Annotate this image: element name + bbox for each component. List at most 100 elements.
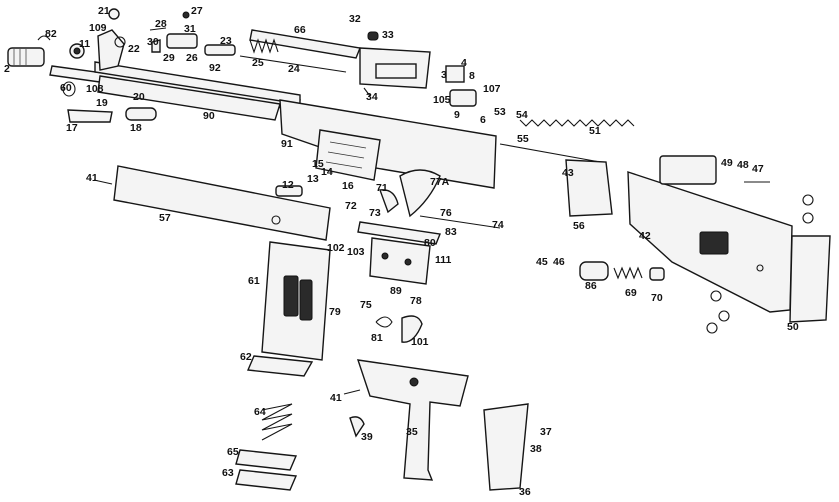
washer-part [802, 194, 814, 206]
part-number-82: 82 [45, 28, 57, 40]
part-number-49: 49 [721, 157, 733, 169]
part-number-91: 91 [281, 138, 293, 150]
part-number-51: 51 [589, 125, 601, 137]
trigger-group-part [369, 237, 431, 343]
hammer-part [399, 169, 441, 218]
part-number-62: 62 [240, 351, 252, 363]
buffer-part [659, 155, 717, 185]
part-number-89: 89 [390, 285, 402, 297]
washer-part [718, 310, 730, 322]
part-number-54: 54 [516, 109, 528, 121]
part-number-81: 81 [371, 332, 383, 344]
part-number-20: 20 [133, 91, 145, 103]
pin-part [363, 87, 371, 97]
part-number-111: 111 [435, 254, 452, 266]
part-number-38: 38 [530, 443, 542, 455]
part-number-86: 86 [585, 280, 597, 292]
buffer-rod-part [499, 143, 601, 163]
part-number-107: 107 [483, 83, 501, 95]
part-number-80: 80 [424, 237, 436, 249]
part-number-22: 22 [128, 43, 140, 55]
part-number-60: 60 [60, 82, 72, 94]
part-number-103: 103 [347, 246, 365, 258]
butt-plate-part [789, 235, 831, 323]
magazine-spring-part [261, 403, 293, 441]
part-number-8: 8 [469, 70, 475, 82]
part-number-69: 69 [625, 287, 637, 299]
rear-sight-part [449, 89, 477, 107]
part-number-90: 90 [203, 110, 215, 122]
bolt-carrier-part [359, 31, 431, 89]
front-cap-part [166, 33, 198, 49]
screw-part [343, 389, 361, 395]
part-number-50: 50 [787, 321, 799, 333]
part-number-23: 23 [220, 35, 232, 47]
part-number-73: 73 [369, 207, 381, 219]
pin-part [419, 215, 501, 229]
part-number-53: 53 [494, 106, 506, 118]
part-number-28: 28 [155, 18, 167, 30]
part-number-18: 18 [130, 122, 142, 134]
part-number-65: 65 [227, 446, 239, 458]
part-number-35: 35 [406, 426, 418, 438]
part-number-41: 41 [86, 172, 98, 184]
part-number-101: 101 [411, 336, 429, 348]
forend-part [113, 165, 331, 241]
pin-part [182, 11, 190, 19]
part-number-47: 47 [752, 163, 764, 175]
part-number-16: 16 [342, 180, 354, 192]
buttstock-part [627, 171, 793, 313]
part-number-6: 6 [480, 114, 486, 126]
part-number-25: 25 [252, 57, 264, 69]
part-number-71: 71 [376, 182, 388, 194]
small-part [151, 39, 161, 53]
part-number-43: 43 [562, 167, 574, 179]
grip-frame-part [356, 359, 469, 481]
part-number-26: 26 [186, 52, 198, 64]
buffer-body-part [579, 261, 609, 281]
front-sight-part [69, 8, 126, 71]
part-number-30: 30 [147, 36, 159, 48]
part-number-46: 46 [553, 256, 565, 268]
sight-drum-part [125, 107, 157, 121]
part-number-74: 74 [492, 219, 504, 231]
rod-part [239, 55, 347, 73]
part-number-33: 33 [382, 29, 394, 41]
part-number-19: 19 [96, 97, 108, 109]
part-number-102: 102 [327, 242, 345, 254]
part-number-29: 29 [163, 52, 175, 64]
sear-part [379, 189, 399, 214]
part-number-57: 57 [159, 212, 171, 224]
pin-part [275, 185, 303, 197]
rear-sight-base-part [445, 65, 465, 83]
part-number-4: 4 [461, 57, 467, 69]
part-number-83: 83 [445, 226, 457, 238]
part-number-78: 78 [410, 295, 422, 307]
part-number-2: 2 [4, 63, 10, 75]
pin-part [149, 27, 167, 31]
part-number-66: 66 [294, 24, 306, 36]
part-number-56: 56 [573, 220, 585, 232]
part-number-55: 55 [517, 133, 529, 145]
part-number-77A: 77A [430, 176, 450, 188]
sight-part [67, 109, 113, 123]
stock-adapter-part [565, 159, 613, 217]
part-number-13: 13 [307, 173, 319, 185]
part-number-75: 75 [360, 299, 372, 311]
part-number-70: 70 [651, 292, 663, 304]
washer-part [710, 290, 722, 302]
retaining-clip-part [37, 35, 51, 41]
part-number-14: 14 [321, 166, 333, 178]
part-number-105: 105 [433, 94, 451, 106]
small-part [349, 416, 365, 438]
magazine-part [261, 241, 331, 361]
part-number-31: 31 [184, 23, 196, 35]
part-number-3: 3 [441, 69, 447, 81]
part-number-48: 48 [737, 159, 749, 171]
recoil-spring-part [519, 119, 635, 127]
part-number-92: 92 [209, 62, 221, 74]
part-number-27: 27 [191, 5, 203, 17]
part-number-11: 11 [79, 38, 91, 50]
